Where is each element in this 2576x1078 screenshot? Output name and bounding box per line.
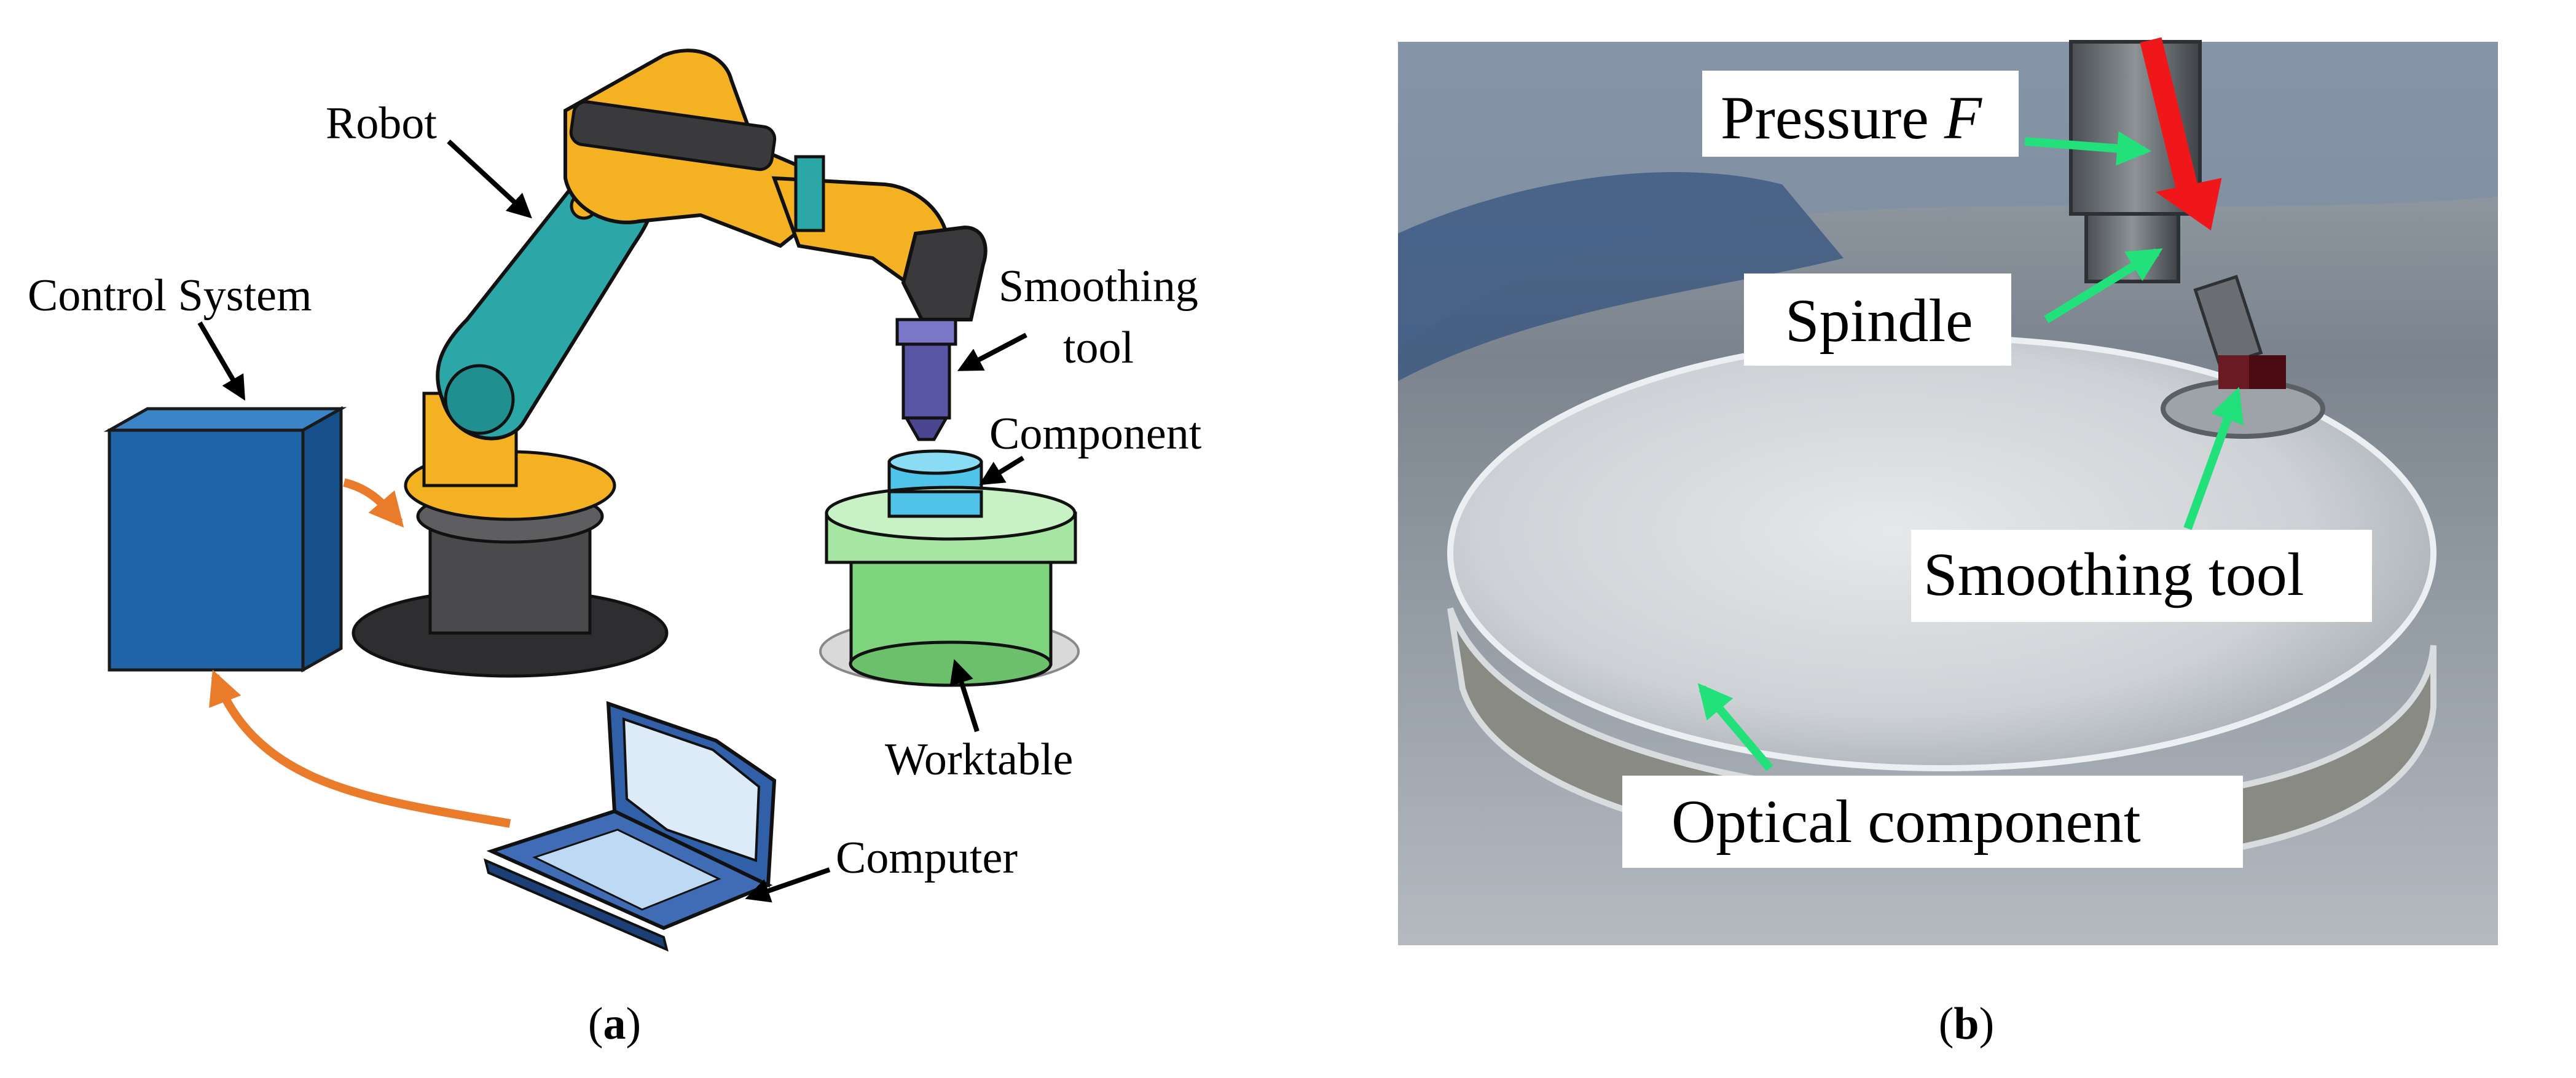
smoothing-tool-illustration — [895, 318, 957, 441]
pointer-control-system — [197, 321, 246, 401]
label-spindle: Spindle — [1785, 286, 1973, 355]
pointer-component — [979, 455, 1025, 486]
label-worktable: Worktable — [885, 734, 1073, 785]
robot-forearm — [771, 155, 988, 321]
pointer-robot — [447, 140, 532, 219]
control-system-box — [103, 406, 347, 673]
label-computer: Computer — [836, 833, 1018, 883]
label-box-pressure — [1702, 71, 2019, 157]
caption-a: (a) — [588, 999, 641, 1049]
pointer-smoothing-tool — [957, 332, 1027, 371]
pointer-worktable — [949, 659, 980, 733]
pointer-smoothing-tool-photo — [2183, 387, 2244, 530]
label-box-spindle — [1744, 273, 2011, 366]
robot-base — [351, 391, 669, 678]
flow-arrow-control-to-robot — [343, 478, 404, 528]
pointer-pressure — [2024, 131, 2152, 166]
pointer-spindle — [2044, 248, 2163, 323]
label-pressure: Pressure F — [1721, 84, 1982, 152]
pressure-force-arrow — [2140, 37, 2222, 230]
flow-arrow-computer-to-control — [209, 669, 511, 828]
label-smoothing-tool-line2: tool — [1063, 323, 1134, 373]
panel-b-photo: Pressure F Spindle Smoothing tool Optica… — [1398, 37, 2498, 945]
worktable-illustration — [819, 486, 1080, 687]
label-control-system: Control System — [28, 270, 312, 321]
label-component: Component — [989, 409, 1202, 459]
label-optical-component: Optical component — [1671, 787, 2141, 856]
label-robot: Robot — [326, 98, 437, 149]
computer-illustration — [484, 701, 777, 952]
label-box-smoothing-tool — [1911, 530, 2372, 622]
robot-upper-arm — [564, 49, 824, 248]
label-box-optical-component — [1622, 776, 2243, 868]
caption-b: (b) — [1939, 999, 1994, 1049]
pointer-optical-component — [1697, 683, 1773, 771]
tool-contact-ring — [2161, 379, 2325, 439]
panel-a-illustration: Robot Control System Smoothing tool Comp… — [28, 49, 1202, 1049]
label-smoothing-tool-photo: Smoothing tool — [1923, 540, 2304, 608]
pointer-computer — [745, 867, 831, 903]
label-smoothing-tool-line1: Smoothing — [999, 261, 1198, 312]
blue-film — [1398, 42, 2498, 344]
